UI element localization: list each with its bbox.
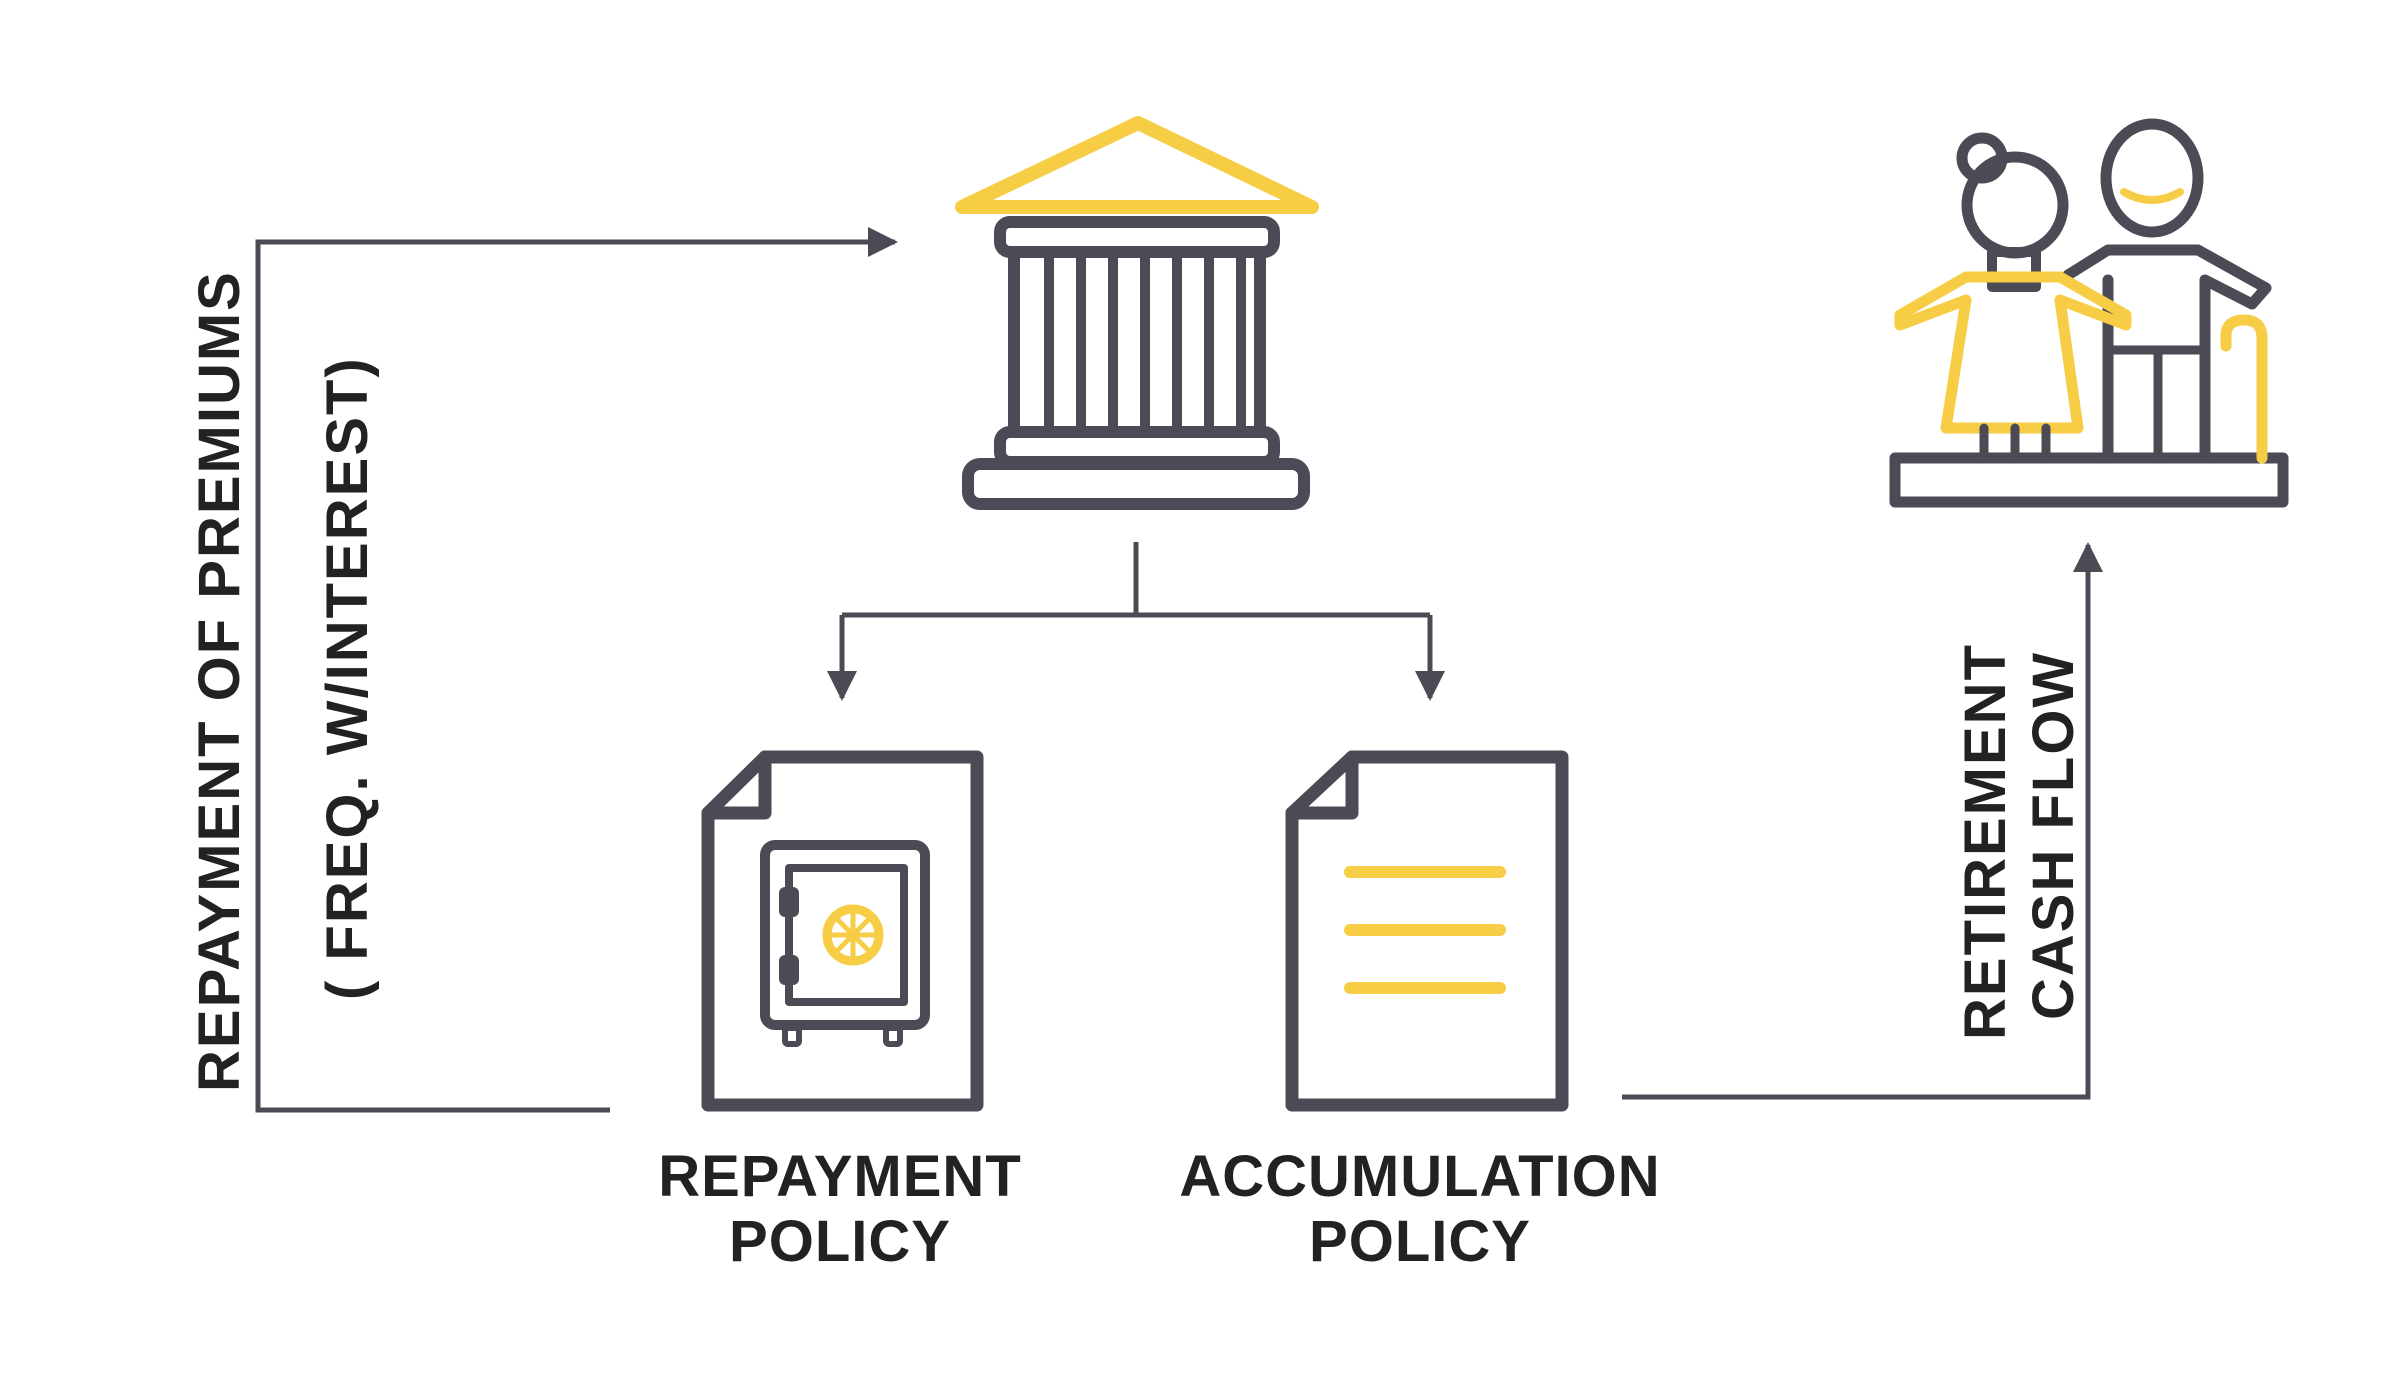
document-safe-icon bbox=[701, 750, 984, 1112]
cash-flow-label: CASH FLOW bbox=[2021, 650, 2086, 1020]
repayment-policy-line1: REPAYMENT bbox=[658, 1144, 1022, 1209]
elderly-couple-icon bbox=[1889, 118, 2289, 508]
accumulation-policy-label: ACCUMULATION POLICY bbox=[1160, 1144, 1680, 1275]
bank-building-icon bbox=[955, 116, 1319, 510]
premium-repayment-arrow bbox=[255, 227, 898, 1113]
repayment-policy-label: REPAYMENT POLICY bbox=[640, 1144, 1040, 1275]
accumulation-policy-line2: POLICY bbox=[1309, 1208, 1531, 1274]
repayment-of-premiums-label: REPAYMENT OF PREMIUMS bbox=[187, 270, 252, 1092]
repayment-policy-line2: POLICY bbox=[729, 1208, 951, 1274]
accumulation-policy-line1: ACCUMULATION bbox=[1179, 1144, 1661, 1209]
frequency-interest-label: ( FREQ. W/INTEREST) bbox=[315, 356, 380, 1000]
retirement-label: RETIREMENT bbox=[1953, 643, 2018, 1040]
branch-arrows bbox=[827, 542, 1445, 701]
retirement-cash-flow-arrow bbox=[1622, 542, 2103, 1100]
document-lines-icon bbox=[1285, 750, 1569, 1112]
